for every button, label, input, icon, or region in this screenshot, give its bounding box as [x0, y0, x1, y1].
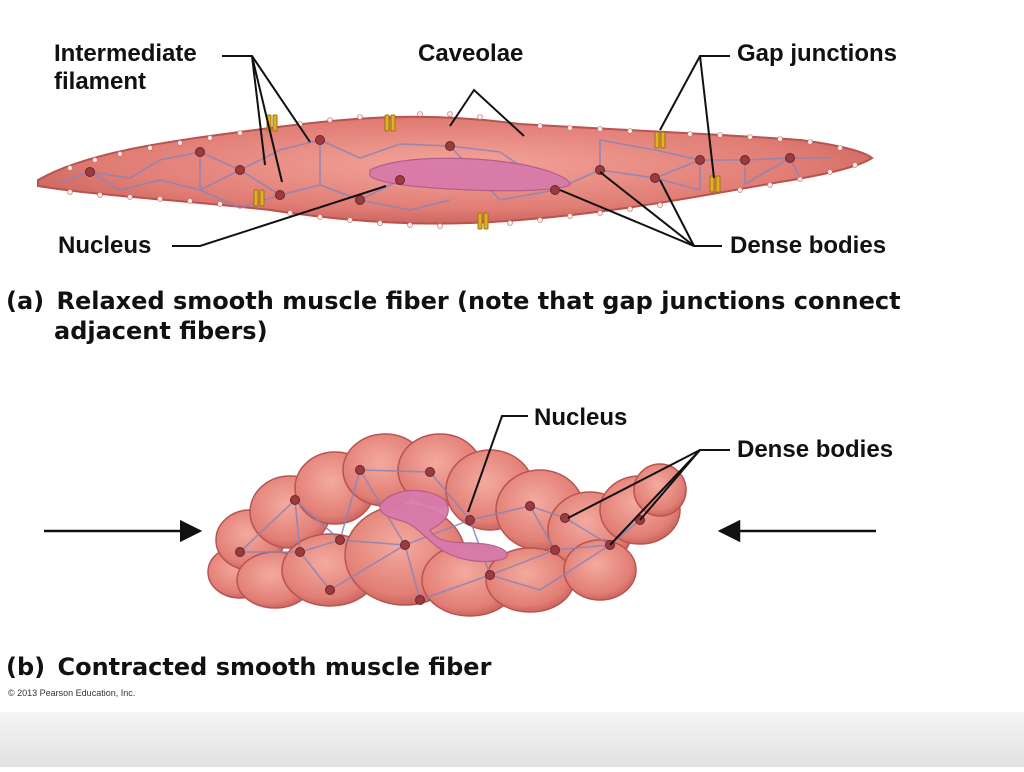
- leader-lines-b: [467, 415, 730, 546]
- leader-lines-a: [172, 55, 730, 247]
- label-intermediate-filament-line2: filament: [54, 68, 147, 95]
- label-intermediate-filament-line1: Intermediate: [54, 40, 197, 67]
- contracted-nucleus: [379, 489, 508, 563]
- caption-b: (b) Contracted smooth muscle fiber: [6, 652, 491, 682]
- label-dense-bodies-b: Dense bodies: [737, 436, 894, 463]
- contracted-fiber: [207, 433, 687, 617]
- label-nucleus-b: Nucleus: [534, 404, 628, 431]
- label-nucleus-a: Nucleus: [58, 232, 152, 259]
- caption-a: (a) Relaxed smooth muscle fiber (note th…: [6, 286, 1016, 346]
- gap-junctions: [253, 114, 721, 230]
- caveolae-dots: [67, 111, 858, 229]
- label-caveolae: Caveolae: [418, 40, 524, 67]
- label-dense-bodies-a: Dense bodies: [730, 232, 887, 259]
- relaxed-nucleus: [369, 157, 571, 192]
- caption-a-line1: Relaxed smooth muscle fiber (note that g…: [56, 287, 901, 315]
- caption-b-text: Contracted smooth muscle fiber: [57, 653, 492, 681]
- slide-bottom-margin: [0, 712, 1024, 767]
- dense-bodies-a: [85, 135, 795, 205]
- caption-b-tag: (b): [6, 653, 46, 681]
- label-gap-junctions: Gap junctions: [737, 40, 898, 67]
- label-intermediate-filament: Intermediate filament: [54, 40, 197, 96]
- contracted-filaments: [239, 469, 641, 602]
- copyright: © 2013 Pearson Education, Inc.: [8, 688, 136, 698]
- relaxed-fiber: [37, 111, 874, 230]
- caption-a-line2: adjacent fibers): [54, 317, 268, 345]
- caption-a-tag: (a): [6, 287, 45, 315]
- dense-bodies-b: [235, 465, 645, 605]
